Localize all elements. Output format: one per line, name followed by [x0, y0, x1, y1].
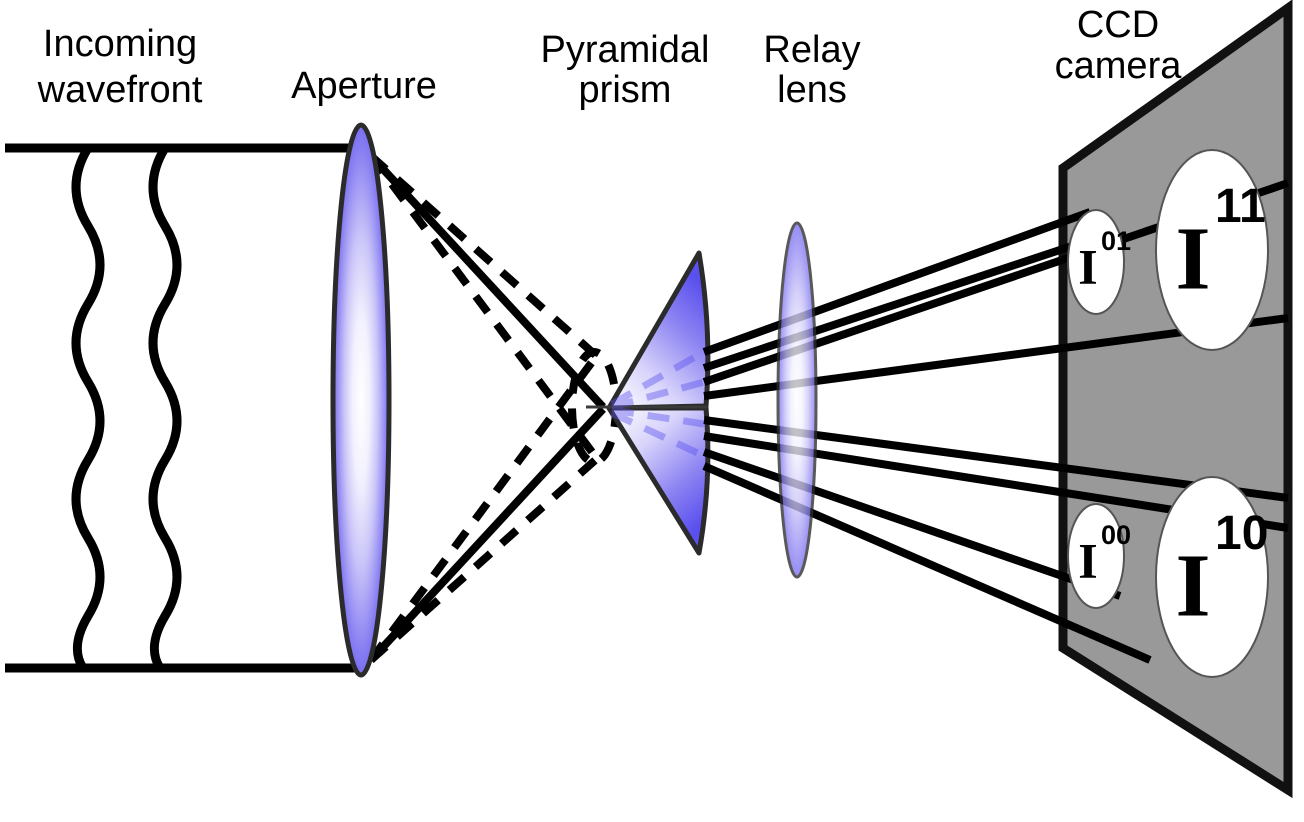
ccd-panel-surface — [1058, 0, 1293, 799]
spot-I01-ellipse — [1067, 209, 1125, 315]
relay-lens — [776, 221, 818, 579]
spot-I10-ellipse — [1155, 476, 1269, 678]
label-ccd-camera-line2: camera — [1055, 45, 1183, 87]
spot-I10-base: I — [1175, 537, 1210, 636]
spot-I01-sup: 01 — [1101, 226, 1131, 256]
label-relay-lens-line1: Relay — [763, 29, 860, 71]
relay-lens-body — [776, 221, 818, 579]
aperture-lens — [330, 122, 392, 678]
spot-I11-base: I — [1175, 210, 1210, 309]
label-pyramidal-prism-line1: Pyramidal — [541, 29, 710, 71]
ccd-camera-panel — [1058, 0, 1293, 799]
label-ccd-camera-line1: CCD — [1077, 4, 1159, 46]
label-relay-lens-line2: lens — [777, 69, 847, 111]
ray-out-1a2 — [702, 236, 1092, 372]
spot-I01-base: I — [1078, 238, 1097, 294]
ray-bot-dash-b — [367, 359, 596, 663]
spot-I10-sup: 10 — [1215, 507, 1268, 560]
spot-I11-ellipse — [1155, 149, 1269, 351]
label-aperture: Aperture — [291, 65, 437, 107]
ray-top-dash-a — [368, 153, 604, 363]
incoming-wavefront-group — [5, 143, 360, 673]
prism-lower-face — [606, 405, 711, 556]
spot-I00-base: I — [1078, 532, 1097, 588]
ray-top-dash-b — [367, 153, 596, 455]
ray-out-4a — [702, 448, 1122, 600]
ray-bot-solid — [368, 406, 606, 663]
diagram-labels: Incoming wavefront Aperture Pyramidal pr… — [37, 4, 1183, 111]
spot-I00-sup: 00 — [1101, 520, 1131, 550]
label-incoming-wavefront-line2: wavefront — [37, 69, 203, 111]
wavefront-curve-2 — [148, 143, 182, 673]
label-incoming-wavefront-line1: Incoming — [43, 23, 197, 65]
aperture-lens-body — [330, 122, 392, 678]
label-pyramidal-prism-line2: prism — [579, 69, 672, 111]
ray-out-4b — [702, 462, 1152, 664]
ray-bot-dash-a — [368, 452, 604, 663]
aperture-to-prism-rays — [367, 153, 620, 663]
spot-I00-ellipse — [1067, 503, 1125, 609]
wavefront-curve-1 — [71, 143, 105, 673]
ray-top-solid — [368, 153, 606, 410]
pyramidal-prism — [586, 250, 711, 556]
ray-out-1a — [702, 208, 1092, 356]
ccd-spots: I 01 I 11 I 00 I 10 — [1067, 149, 1269, 678]
spot-I11-sup: 11 — [1215, 180, 1266, 233]
